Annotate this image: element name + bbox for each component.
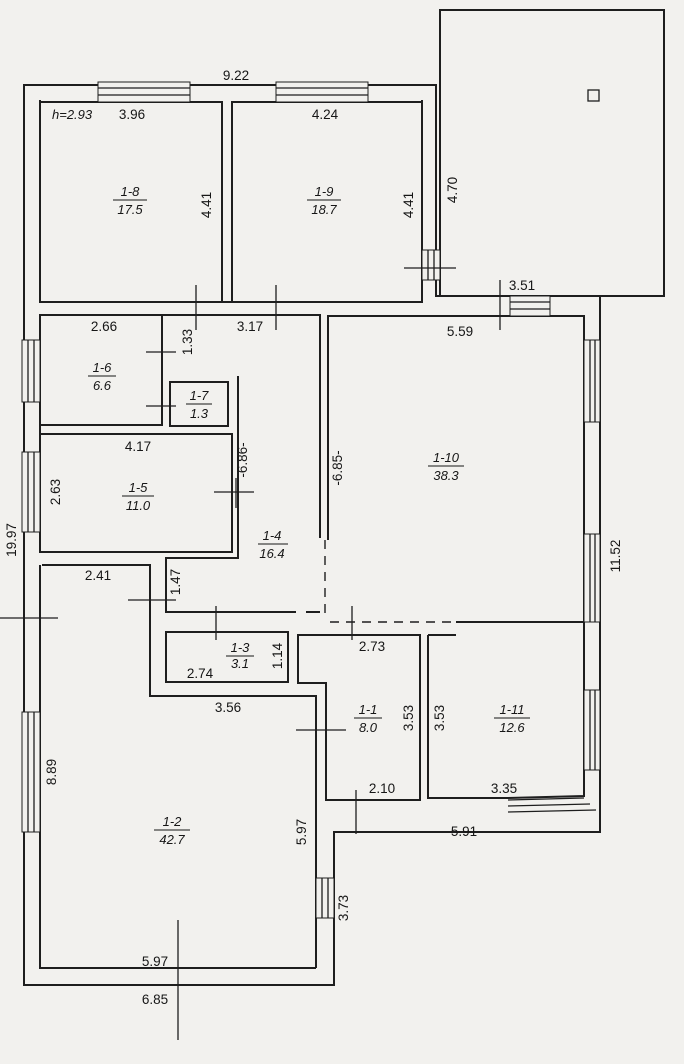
dim-bottom-right: 5.91: [451, 824, 477, 839]
room-label-1-5: 1-5 11.0: [122, 480, 154, 513]
svg-text:1-6: 1-6: [93, 360, 113, 375]
door-markers: [0, 267, 501, 1040]
window: [509, 295, 551, 317]
window: [583, 689, 601, 771]
dim-room-1-2-inner-bottom: 5.97: [142, 954, 168, 969]
room-label-1-2: 1-2 42.7: [154, 814, 190, 847]
room-label-1-4: 1-4 16.4: [258, 528, 288, 561]
window: [315, 877, 335, 919]
left-inner-wall: [39, 315, 316, 969]
svg-text:3.1: 3.1: [231, 656, 249, 671]
ceiling-height-note: h=2.93: [52, 107, 93, 122]
dim-room-1-2-mid: 3.56: [215, 700, 241, 715]
svg-text:1.3: 1.3: [190, 406, 209, 421]
dimensions: 9.22 3.96 4.41 4.24 4.41 4.70 3.51 5.59 …: [4, 68, 623, 1007]
window: [421, 249, 441, 281]
dim-terrace-height: 4.70: [445, 177, 460, 203]
outer-wall: [23, 84, 601, 986]
room-1-7-walls: [169, 381, 229, 427]
terrace-outline: [439, 9, 665, 297]
svg-text:1-7: 1-7: [190, 388, 210, 403]
svg-text:1-10: 1-10: [433, 450, 460, 465]
room-label-1-9: 1-9 18.7: [307, 184, 341, 217]
svg-text:17.5: 17.5: [117, 202, 143, 217]
dim-room-1-1-height: 3.53: [401, 705, 416, 731]
window: [21, 339, 41, 403]
dim-room-1-10-top-b: 5.59: [447, 324, 473, 339]
room-label-1-11: 1-11 12.6: [494, 702, 530, 735]
window: [583, 339, 601, 423]
svg-text:12.6: 12.6: [499, 720, 525, 735]
open-plan-divider: [324, 540, 584, 623]
window: [507, 797, 597, 813]
dim-room-1-1-bottom: 2.10: [369, 781, 395, 796]
dim-corridor-width: 3.17: [237, 319, 263, 334]
room-1-4-walls: [162, 314, 321, 613]
dim-room-1-5-height: 2.63: [48, 479, 63, 505]
dim-room-1-2-top: 2.41: [85, 568, 111, 583]
dim-bottom-total: 6.85: [142, 992, 168, 1007]
dim-right-total: 11.52: [608, 540, 623, 573]
svg-text:38.3: 38.3: [433, 468, 459, 483]
dim-room-1-11-bottom: 3.35: [491, 781, 517, 796]
window: [97, 81, 191, 103]
window: [275, 81, 369, 103]
dim-room-1-10-height: -6.85-: [330, 450, 345, 485]
dim-room-1-1-top: 2.73: [359, 639, 385, 654]
room-1-3-walls: [165, 631, 289, 683]
dim-room-1-8-height: 4.41: [199, 192, 214, 218]
dim-room-1-9-width: 4.24: [312, 107, 339, 122]
svg-text:1-9: 1-9: [315, 184, 334, 199]
dim-room-1-5-width: 4.17: [125, 439, 151, 454]
dim-room-1-4-height: -6.86-: [235, 442, 250, 477]
room-label-1-7: 1-7 1.3: [186, 388, 212, 421]
svg-text:1-2: 1-2: [163, 814, 183, 829]
svg-text:6.6: 6.6: [93, 378, 112, 393]
windows: [21, 81, 601, 919]
room-1-2-walls: [42, 564, 317, 968]
room-label-1-1: 1-1 8.0: [354, 702, 382, 735]
dim-room-1-3-width: 2.74: [187, 666, 214, 681]
room-label-1-6: 1-6 6.6: [88, 360, 116, 393]
dim-left-total: 19.97: [4, 523, 19, 557]
svg-text:16.4: 16.4: [259, 546, 284, 561]
dim-room-1-8-width: 3.96: [119, 107, 145, 122]
svg-text:18.7: 18.7: [311, 202, 337, 217]
svg-text:1-4: 1-4: [263, 528, 282, 543]
svg-text:42.7: 42.7: [159, 832, 185, 847]
dim-room-1-11-height: 3.53: [432, 705, 447, 731]
svg-text:11.0: 11.0: [126, 498, 151, 513]
svg-text:1-11: 1-11: [499, 702, 524, 717]
dim-step-height: 1.47: [168, 569, 183, 595]
room-label-1-10: 1-10 38.3: [428, 450, 464, 483]
room-1-1-walls: [297, 634, 421, 801]
dim-room-1-6-width: 2.66: [91, 319, 117, 334]
dim-room-1-3-height: 1.14: [270, 642, 285, 669]
window: [21, 451, 41, 533]
dim-room-1-9-height: 4.41: [401, 192, 416, 218]
svg-text:1-3: 1-3: [231, 640, 251, 655]
dim-corridor-a: 1.33: [180, 329, 195, 355]
room-label-1-8: 1-8 17.5: [113, 184, 147, 217]
dim-room-1-2-left: 8.89: [44, 759, 59, 785]
svg-text:1-1: 1-1: [359, 702, 378, 717]
walls: [23, 9, 665, 986]
svg-text:1-8: 1-8: [121, 184, 141, 199]
dim-room-1-10-top-a: 3.51: [509, 278, 535, 293]
dim-room-1-2-right: 5.97: [294, 819, 309, 845]
dim-top-total: 9.22: [223, 68, 249, 83]
svg-text:8.0: 8.0: [359, 720, 378, 735]
room-label-1-3: 1-3 3.1: [226, 640, 254, 671]
svg-text:1-5: 1-5: [129, 480, 149, 495]
window: [21, 711, 41, 833]
window: [583, 533, 601, 623]
column-marker: [587, 89, 600, 102]
dim-room-1-2-right-low: 3.73: [336, 895, 351, 921]
